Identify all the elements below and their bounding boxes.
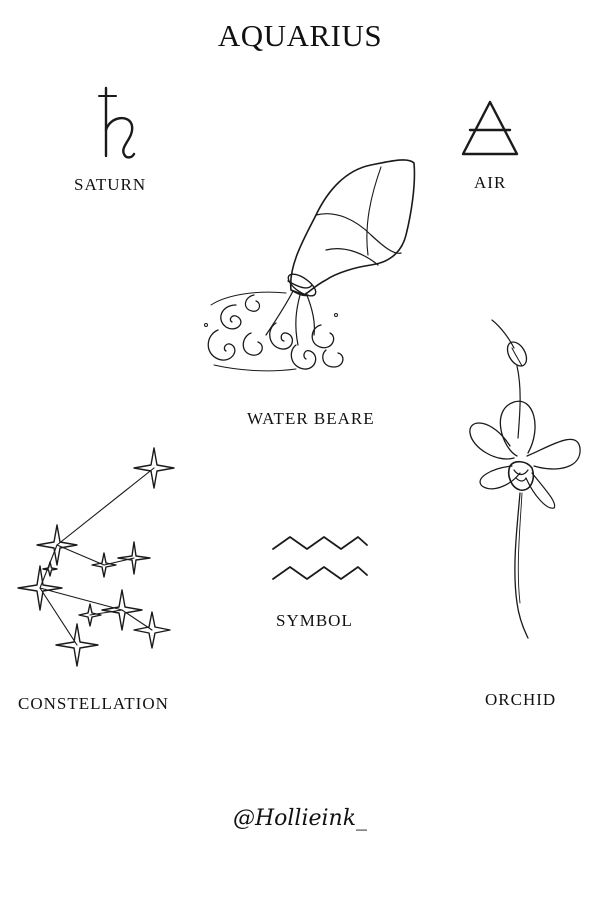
water-jug-illustration: [204, 159, 416, 372]
page-title: AQUARIUS: [217, 18, 383, 53]
aquarius-waves-icon: [272, 536, 368, 580]
orchid-label: ORCHID: [485, 690, 557, 709]
constellation-label: CONSTELLATION: [18, 694, 169, 713]
constellation-stars-illustration: [17, 447, 175, 667]
saturn-label: SATURN: [74, 175, 147, 194]
saturn-glyph-icon: [98, 86, 136, 159]
air-element-triangle-icon: [461, 100, 519, 156]
symbol-label: SYMBOL: [276, 611, 353, 630]
artist-signature: @Hollieink_: [232, 806, 368, 831]
air-label: AIR: [474, 173, 507, 192]
water-bearer-label: WATER BEARE: [247, 409, 375, 428]
orchid-flower-illustration: [469, 319, 581, 639]
